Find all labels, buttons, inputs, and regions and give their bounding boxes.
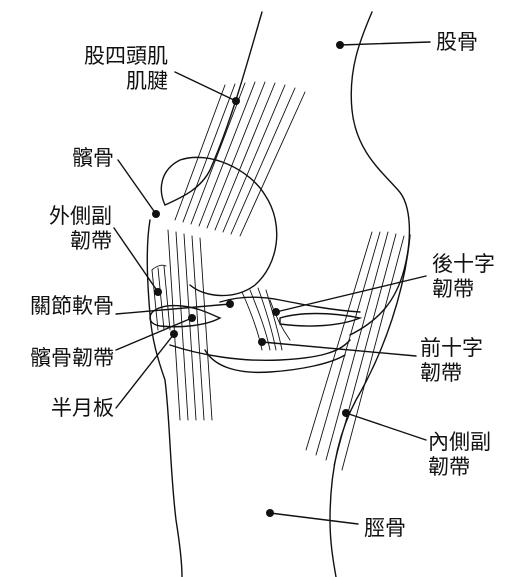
quad-tendon-strands	[175, 82, 305, 236]
label-tibia: 脛骨	[364, 516, 406, 541]
label-patella: 髕骨	[56, 146, 114, 171]
tibia-upper	[205, 350, 345, 372]
label-medial-collateral-ligament: 內側副 韌帶	[428, 430, 491, 480]
lateral-collateral-band	[152, 265, 170, 330]
joint-line	[220, 297, 360, 312]
label-articular-cartilage: 關節軟骨	[8, 294, 114, 319]
label-anterior-cruciate-ligament: 前十字 韌帶	[420, 336, 483, 386]
label-posterior-cruciate-ligament: 後十字 韌帶	[432, 252, 495, 302]
label-patellar-ligament: 髕骨韌帶	[8, 346, 114, 371]
label-lateral-collateral-ligament: 外側副 韌帶	[32, 204, 112, 254]
label-quadriceps-tendon: 股四頭肌 肌腱	[52, 44, 168, 94]
leader-dots	[152, 41, 350, 517]
label-femur: 股骨	[436, 30, 478, 55]
meniscus-medial	[280, 314, 360, 327]
meniscus-outline	[150, 306, 220, 327]
label-meniscus: 半月板	[34, 396, 114, 421]
